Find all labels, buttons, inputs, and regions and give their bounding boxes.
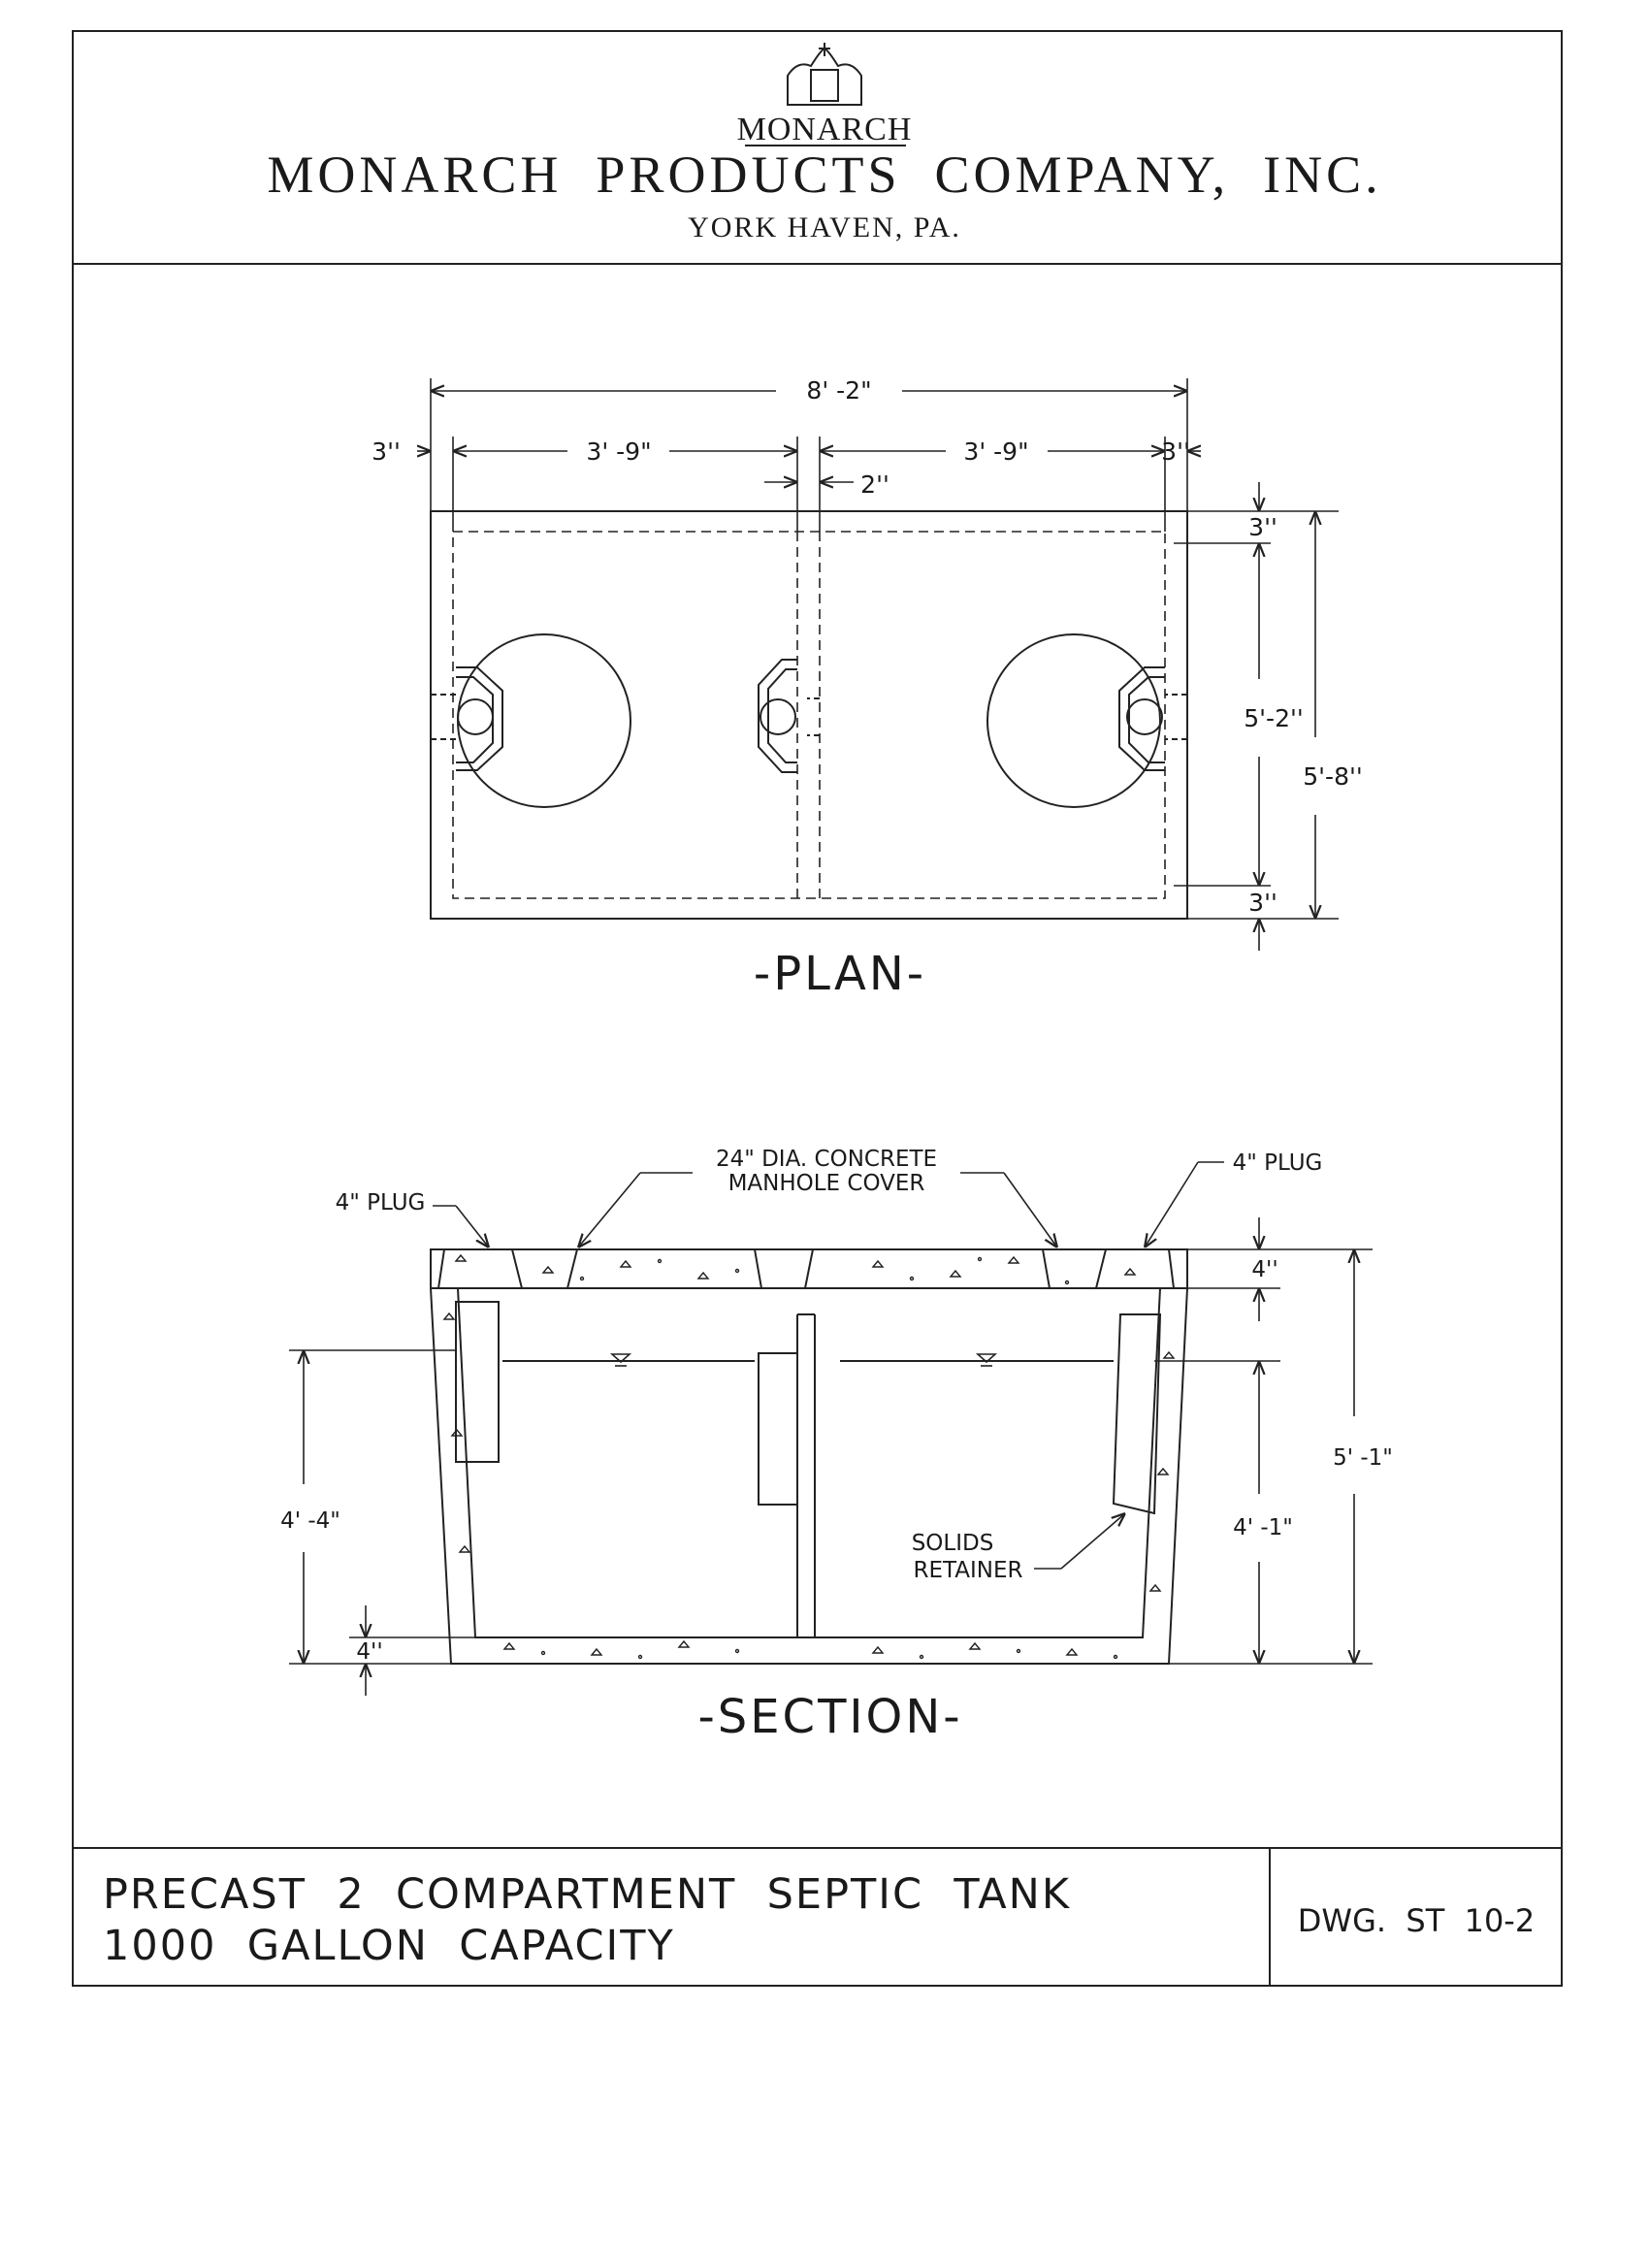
partition-tee [758, 659, 820, 773]
manhole-circle-right [986, 633, 1161, 808]
callout-manhole-line1: 24" DIA. CONCRETE [716, 1147, 937, 1172]
dim-top-slab: 4'' [1251, 1257, 1277, 1282]
drawing-number: DWG. ST 10-2 [1298, 1902, 1535, 1939]
dim-end-wall-right: 3'' [1161, 437, 1190, 466]
callout-retainer-line1: SOLIDS [912, 1531, 994, 1556]
dim-partition: 2'' [860, 470, 889, 499]
dim-compartment-right: 3' -9" [963, 437, 1028, 466]
dim-side-wall-top: 3'' [1248, 513, 1277, 541]
header: MONARCH MONARCH PRODUCTS COMPANY, INC. Y… [267, 43, 1381, 243]
outlet-tee-right [1118, 666, 1187, 771]
callout-manhole-line2: MANHOLE COVER [728, 1171, 925, 1196]
inlet-tee-left [431, 666, 503, 771]
dim-compartment-left: 3' -9" [586, 437, 651, 466]
dim-end-wall-left: 3'' [372, 437, 401, 466]
section-dimension-labels: 4' -4" 4'' 4'' 4' -1" 5' -1" [280, 1257, 1393, 1665]
company-name: MONARCH PRODUCTS COMPANY, INC. [267, 146, 1381, 204]
callout-plug-left: 4" PLUG [336, 1190, 426, 1215]
plan-dimension-lines [417, 378, 1339, 951]
section-callouts: 4" PLUG 24" DIA. CONCRETE MANHOLE COVER … [336, 1147, 1323, 1583]
plan-view: 8' -2" 3'' 3' -9" 3' -9" 3'' 2'' 3'' 5'-… [372, 376, 1363, 1001]
water-level-symbols [609, 1353, 998, 1367]
dim-liquid-depth: 4' -1" [1233, 1515, 1293, 1540]
dim-bottom-slab: 4'' [356, 1639, 382, 1665]
drawing-title-line1: PRECAST 2 COMPARTMENT SEPTIC TANK [103, 1870, 1071, 1919]
sheet-frame [72, 30, 1563, 1987]
section-view: 4" PLUG 24" DIA. CONCRETE MANHOLE COVER … [280, 1147, 1393, 1744]
section-dimension-lines [289, 1217, 1373, 1696]
plan-dimension-labels: 8' -2" 3'' 3' -9" 3' -9" 3'' 2'' 3'' 5'-… [372, 376, 1363, 917]
callout-plug-right: 4" PLUG [1233, 1150, 1323, 1176]
concrete-stipple [442, 1253, 1176, 1660]
company-location: YORK HAVEN, PA. [688, 211, 961, 243]
dim-overall-height: 5' -1" [1333, 1445, 1393, 1471]
plan-title: -PLAN- [754, 947, 926, 1001]
dim-side-wall-bottom: 3'' [1248, 889, 1277, 917]
plan-tank-outline [430, 510, 1188, 920]
dim-outer-width: 5'-8'' [1303, 762, 1362, 791]
dim-overall-length: 8' -2" [806, 376, 871, 405]
callout-retainer-line2: RETAINER [913, 1558, 1022, 1583]
logo-wordmark: MONARCH [737, 112, 913, 147]
manhole-circle-left [457, 633, 631, 808]
dim-left-height: 4' -4" [280, 1508, 340, 1534]
title-block: PRECAST 2 COMPARTMENT SEPTIC TANK 1000 G… [103, 1870, 1535, 1970]
drawing-title-line2: 1000 GALLON CAPACITY [103, 1922, 675, 1970]
section-leaders [433, 1161, 1224, 1570]
section-tank-body [430, 1248, 1188, 1665]
dim-inner-width: 5'-2'' [1244, 704, 1303, 732]
crown-logo-icon [787, 43, 862, 106]
section-title: -SECTION- [697, 1690, 962, 1744]
